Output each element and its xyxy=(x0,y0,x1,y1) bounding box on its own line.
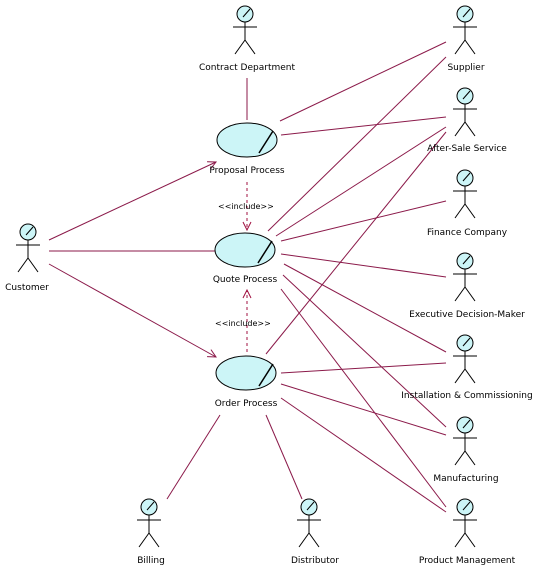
association-customer-order xyxy=(48,263,216,357)
actor-head-marker xyxy=(242,8,251,18)
actor-leg-right xyxy=(308,532,320,548)
actor-supplier[interactable]: Supplier xyxy=(447,5,485,73)
actor-label: Product Management xyxy=(419,556,516,566)
association-order-aftersale xyxy=(265,131,447,355)
association-order-productmgmt xyxy=(280,397,447,513)
actor-leg-left xyxy=(454,121,466,137)
actor-leg-left xyxy=(454,39,466,55)
usecase-label: Quote Process xyxy=(213,275,278,285)
actor-label: Customer xyxy=(5,283,49,293)
usecase-marker xyxy=(258,130,274,154)
actor-leg-right xyxy=(464,39,476,55)
actor-head-marker xyxy=(462,255,471,265)
actor-leg-left xyxy=(454,203,466,219)
actor-label: Manufacturing xyxy=(433,474,498,484)
actor-label: Executive Decision-Maker xyxy=(409,310,525,320)
usecase-marker xyxy=(258,363,274,387)
association-quote-productmgmt xyxy=(280,288,447,508)
usecase-order[interactable]: Order Process xyxy=(215,355,278,409)
actor-head-marker xyxy=(146,501,155,511)
association-order-billing xyxy=(166,414,221,500)
actor-leg-right xyxy=(464,121,476,137)
directed-associations xyxy=(48,162,216,357)
actor-label: Billing xyxy=(137,556,165,566)
actor-aftersale[interactable]: After-Sale Service xyxy=(427,87,507,154)
actor-label: Contract Department xyxy=(199,63,296,73)
association-proposal-supplier xyxy=(279,41,447,122)
actor-leg-right xyxy=(27,257,39,273)
actor-leg-right xyxy=(464,368,476,384)
association-customer-proposal xyxy=(48,162,216,241)
actor-install[interactable]: Installation & Commissioning xyxy=(401,334,533,401)
include-label-1: <<include>> xyxy=(218,202,274,211)
actor-leg-left xyxy=(454,450,466,466)
actor-label: Finance Company xyxy=(427,228,508,238)
association-order-install xyxy=(280,362,447,374)
actor-contract[interactable]: Contract Department xyxy=(199,5,296,73)
actor-distributor[interactable]: Distributor xyxy=(291,498,339,566)
association-lines xyxy=(49,41,447,513)
actor-leg-right xyxy=(148,532,160,548)
usecase-label: Proposal Process xyxy=(209,166,285,176)
actor-leg-right xyxy=(464,532,476,548)
association-quote-manufacturing xyxy=(282,274,447,428)
usecase-label: Order Process xyxy=(215,399,278,409)
actor-label: Installation & Commissioning xyxy=(401,391,532,401)
actor-leg-right xyxy=(464,286,476,302)
actor-leg-right xyxy=(464,450,476,466)
actor-label: After-Sale Service xyxy=(427,144,507,154)
association-quote-executive xyxy=(280,253,447,278)
association-quote-supplier xyxy=(267,56,447,232)
association-quote-install xyxy=(283,263,447,353)
actor-productmgmt[interactable]: Product Management xyxy=(419,498,516,566)
actor-label: Supplier xyxy=(447,63,484,73)
actor-head-marker xyxy=(462,337,471,347)
actor-head-marker xyxy=(306,501,315,511)
actor-head-marker xyxy=(25,226,34,236)
actor-leg-left xyxy=(17,257,29,273)
actor-head-marker xyxy=(462,8,471,18)
actor-finance[interactable]: Finance Company xyxy=(427,169,508,238)
actor-head-marker xyxy=(462,419,471,429)
actor-customer[interactable]: Customer xyxy=(5,223,49,293)
include-label-2: <<include>> xyxy=(215,319,271,328)
usecase-marker xyxy=(257,240,273,264)
actor-leg-left xyxy=(298,532,310,548)
association-quote-finance xyxy=(280,200,447,242)
actor-executive[interactable]: Executive Decision-Maker xyxy=(409,252,525,320)
association-proposal-aftersale xyxy=(280,116,447,136)
actor-leg-left xyxy=(234,39,246,55)
actor-head-marker xyxy=(462,501,471,511)
actor-head-marker xyxy=(462,172,471,182)
actor-head-marker xyxy=(462,90,471,100)
usecase-quote[interactable]: Quote Process xyxy=(213,232,278,285)
actor-leg-left xyxy=(454,532,466,548)
actor-manufacturing[interactable]: Manufacturing xyxy=(433,416,499,484)
association-order-manufacturing xyxy=(280,383,447,436)
actor-leg-right xyxy=(464,203,476,219)
actor-leg-left xyxy=(138,532,150,548)
usecase-proposal[interactable]: Proposal Process xyxy=(209,122,285,176)
association-order-distributor xyxy=(265,414,303,500)
actor-leg-left xyxy=(454,286,466,302)
actor-leg-left xyxy=(454,368,466,384)
actor-label: Distributor xyxy=(291,556,339,566)
association-quote-aftersale xyxy=(275,126,447,237)
actor-leg-right xyxy=(244,39,256,55)
actor-billing[interactable]: Billing xyxy=(137,498,165,566)
